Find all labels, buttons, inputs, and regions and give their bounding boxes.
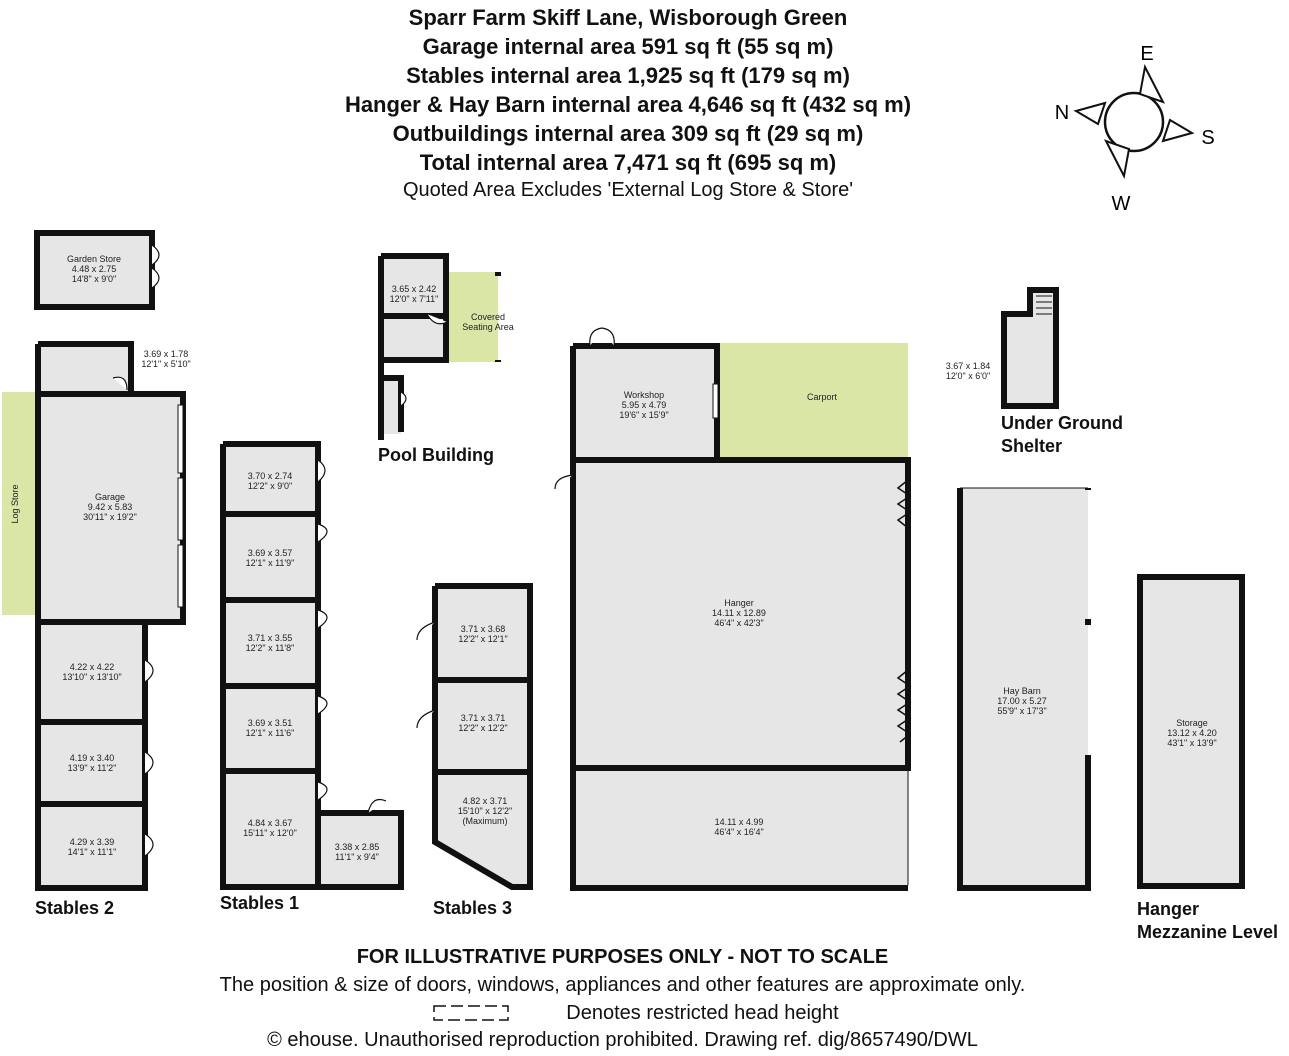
stables1-c-dims-ft: 12'2" x 11'8" <box>246 643 295 653</box>
footer-copyright: © ehouse. Unauthorised reproduction proh… <box>267 1029 978 1051</box>
stables-3-label: Stables 3 <box>433 898 512 918</box>
footer-note-1: The position & size of doors, windows, a… <box>219 974 1026 996</box>
stables2-b-dims-m: 4.19 x 3.40 <box>70 753 115 763</box>
area-total: Total internal area 7,471 sq ft (695 sq … <box>419 150 837 175</box>
stables-1-label: Stables 1 <box>220 893 299 913</box>
stables1-d-dims-m: 3.69 x 3.51 <box>248 718 293 728</box>
shelter-dims-m: 3.67 x 1.84 <box>946 361 991 371</box>
hanger-lower-dims-m: 14.11 x 4.99 <box>715 817 764 827</box>
stables1-c-dims-m: 3.71 x 3.55 <box>248 633 293 643</box>
log-store-label: Log Store <box>10 484 20 523</box>
stables3-c-dims-m: 4.82 x 3.71 <box>463 796 508 806</box>
stables3-c-note: (Maximum) <box>463 816 508 826</box>
stables-3: 3.71 x 3.68 12'2" x 12'1" 3.71 x 3.71 12… <box>416 583 533 890</box>
plan-title: Sparr Farm Skiff Lane, Wisborough Green <box>408 5 848 30</box>
stables1-a-dims-m: 3.70 x 2.74 <box>248 471 293 481</box>
stables3-c-dims-ft: 15'10" x 12'2" <box>458 806 512 816</box>
area-garage: Garage internal area 591 sq ft (55 sq m) <box>422 34 834 59</box>
garden-store-dims-m: 4.48 x 2.75 <box>72 264 117 274</box>
stables2-a-dims-m: 4.22 x 4.22 <box>70 662 115 672</box>
footer-note-2: Denotes restricted head height <box>566 1002 839 1024</box>
stables2-c-dims-m: 4.29 x 3.39 <box>70 837 115 847</box>
workshop-dims-ft: 19'6" x 15'9" <box>619 410 668 420</box>
garden-store: Garden Store 4.48 x 2.75 14'8" x 9'0" <box>34 230 160 310</box>
stables3-a-dims-m: 3.71 x 3.68 <box>461 624 506 634</box>
stables2-top-dims-ft: 12'1" x 5'10" <box>141 359 190 369</box>
log-store <box>2 392 39 615</box>
shelter-label-2: Shelter <box>1001 436 1062 456</box>
carport-label: Carport <box>807 392 838 402</box>
compass-icon: E N S W <box>1055 43 1215 215</box>
mezzanine-label-2: Mezzanine Level <box>1137 922 1278 942</box>
hanger-lower-dims-ft: 46'4" x 16'4" <box>714 827 763 837</box>
hay-barn-dims-ft: 55'9" x 17'3" <box>997 706 1046 716</box>
hay-barn: Hay Barn 17.00 x 5.27 55'9" x 17'3" <box>957 487 1091 891</box>
stables3-b-dims-ft: 12'2" x 12'2" <box>458 723 507 733</box>
stables1-d-dims-ft: 12'1" x 11'6" <box>246 728 295 738</box>
stables2-a-dims-ft: 13'10" x 13'10" <box>62 672 121 682</box>
covered-seating-label-1: Covered <box>471 312 505 322</box>
stables1-f-dims-m: 3.38 x 2.85 <box>335 842 380 852</box>
stables1-a-dims-ft: 12'2" x 9'0" <box>248 481 292 491</box>
storage-dims-m: 13.12 x 4.20 <box>1167 728 1217 738</box>
hanger-label: Hanger <box>724 598 754 608</box>
mezzanine-storage: Storage 13.12 x 4.20 43'1" x 13'9" <box>1137 574 1245 889</box>
garden-store-dims-ft: 14'8" x 9'0" <box>72 274 116 284</box>
workshop-label: Workshop <box>624 390 664 400</box>
stables1-b-dims-ft: 12'1" x 11'9" <box>246 558 295 568</box>
disclaimer: FOR ILLUSTRATIVE PURPOSES ONLY - NOT TO … <box>356 946 889 968</box>
covered-seating-label-2: Seating Area <box>462 322 514 332</box>
pool-building-label: Pool Building <box>378 445 494 465</box>
shelter-label-1: Under Ground <box>1001 413 1123 433</box>
stables1-e-dims-m: 4.84 x 3.67 <box>248 818 293 828</box>
stables1-b-dims-m: 3.69 x 3.57 <box>248 548 293 558</box>
garage-label: Garage <box>95 492 125 502</box>
hanger-dims-ft: 46'4" x 42'3" <box>714 618 763 628</box>
hanger-building: Workshop 5.95 x 4.79 19'6" x 15'9" Carpo… <box>554 327 912 891</box>
stables-1: 3.70 x 2.74 12'2" x 9'0" 3.69 x 3.57 12'… <box>220 441 404 890</box>
stables3-b-dims-m: 3.71 x 3.71 <box>461 713 506 723</box>
stables2-c-dims-ft: 14'1" x 11'1" <box>68 847 117 857</box>
garage-dims-ft: 30'11" x 19'2" <box>83 512 137 522</box>
stables1-f-dims-ft: 11'1" x 9'4" <box>335 852 379 862</box>
stables-2: 3.69 x 1.78 12'1" x 5'10" Garage 9.42 x … <box>35 341 191 891</box>
compass-w: W <box>1112 193 1131 215</box>
storage-label: Storage <box>1176 718 1208 728</box>
restricted-height-symbol <box>433 1005 509 1021</box>
stables3-a-dims-ft: 12'2" x 12'1" <box>458 634 507 644</box>
stables1-e-dims-ft: 15'11" x 12'0" <box>243 828 297 838</box>
hay-barn-dims-m: 17.00 x 5.27 <box>997 696 1047 706</box>
garden-store-label: Garden Store <box>67 254 121 264</box>
compass-e: E <box>1140 43 1153 65</box>
shelter-dims-ft: 12'0" x 6'0" <box>946 371 990 381</box>
workshop-dims-m: 5.95 x 4.79 <box>622 400 667 410</box>
hay-barn-label: Hay Barn <box>1003 686 1041 696</box>
area-hanger: Hanger & Hay Barn internal area 4,646 sq… <box>344 92 912 117</box>
pool-building: 3.65 x 2.42 12'0" x 7'11" Covered Seatin… <box>378 253 514 440</box>
area-exclusion-note: Quoted Area Excludes 'External Log Store… <box>402 179 854 201</box>
stables2-top-dims-m: 3.69 x 1.78 <box>144 349 189 359</box>
compass-n: N <box>1055 102 1069 124</box>
garage-dims-m: 9.42 x 5.83 <box>88 502 133 512</box>
stables-2-label: Stables 2 <box>35 898 114 918</box>
compass-s: S <box>1201 127 1214 149</box>
stables2-b-dims-ft: 13'9" x 11'2" <box>68 763 117 773</box>
area-stables: Stables internal area 1,925 sq ft (179 s… <box>406 63 850 88</box>
underground-shelter: 3.67 x 1.84 12'0" x 6'0" <box>946 287 1059 409</box>
pool-room-dims-ft: 12'0" x 7'11" <box>390 294 439 304</box>
area-outbuildings: Outbuildings internal area 309 sq ft (29… <box>392 121 864 146</box>
pool-room-dims-m: 3.65 x 2.42 <box>392 284 437 294</box>
storage-dims-ft: 43'1" x 13'9" <box>1167 738 1216 748</box>
hanger-dims-m: 14.11 x 12.89 <box>712 608 766 618</box>
mezzanine-label-1: Hanger <box>1137 899 1199 919</box>
